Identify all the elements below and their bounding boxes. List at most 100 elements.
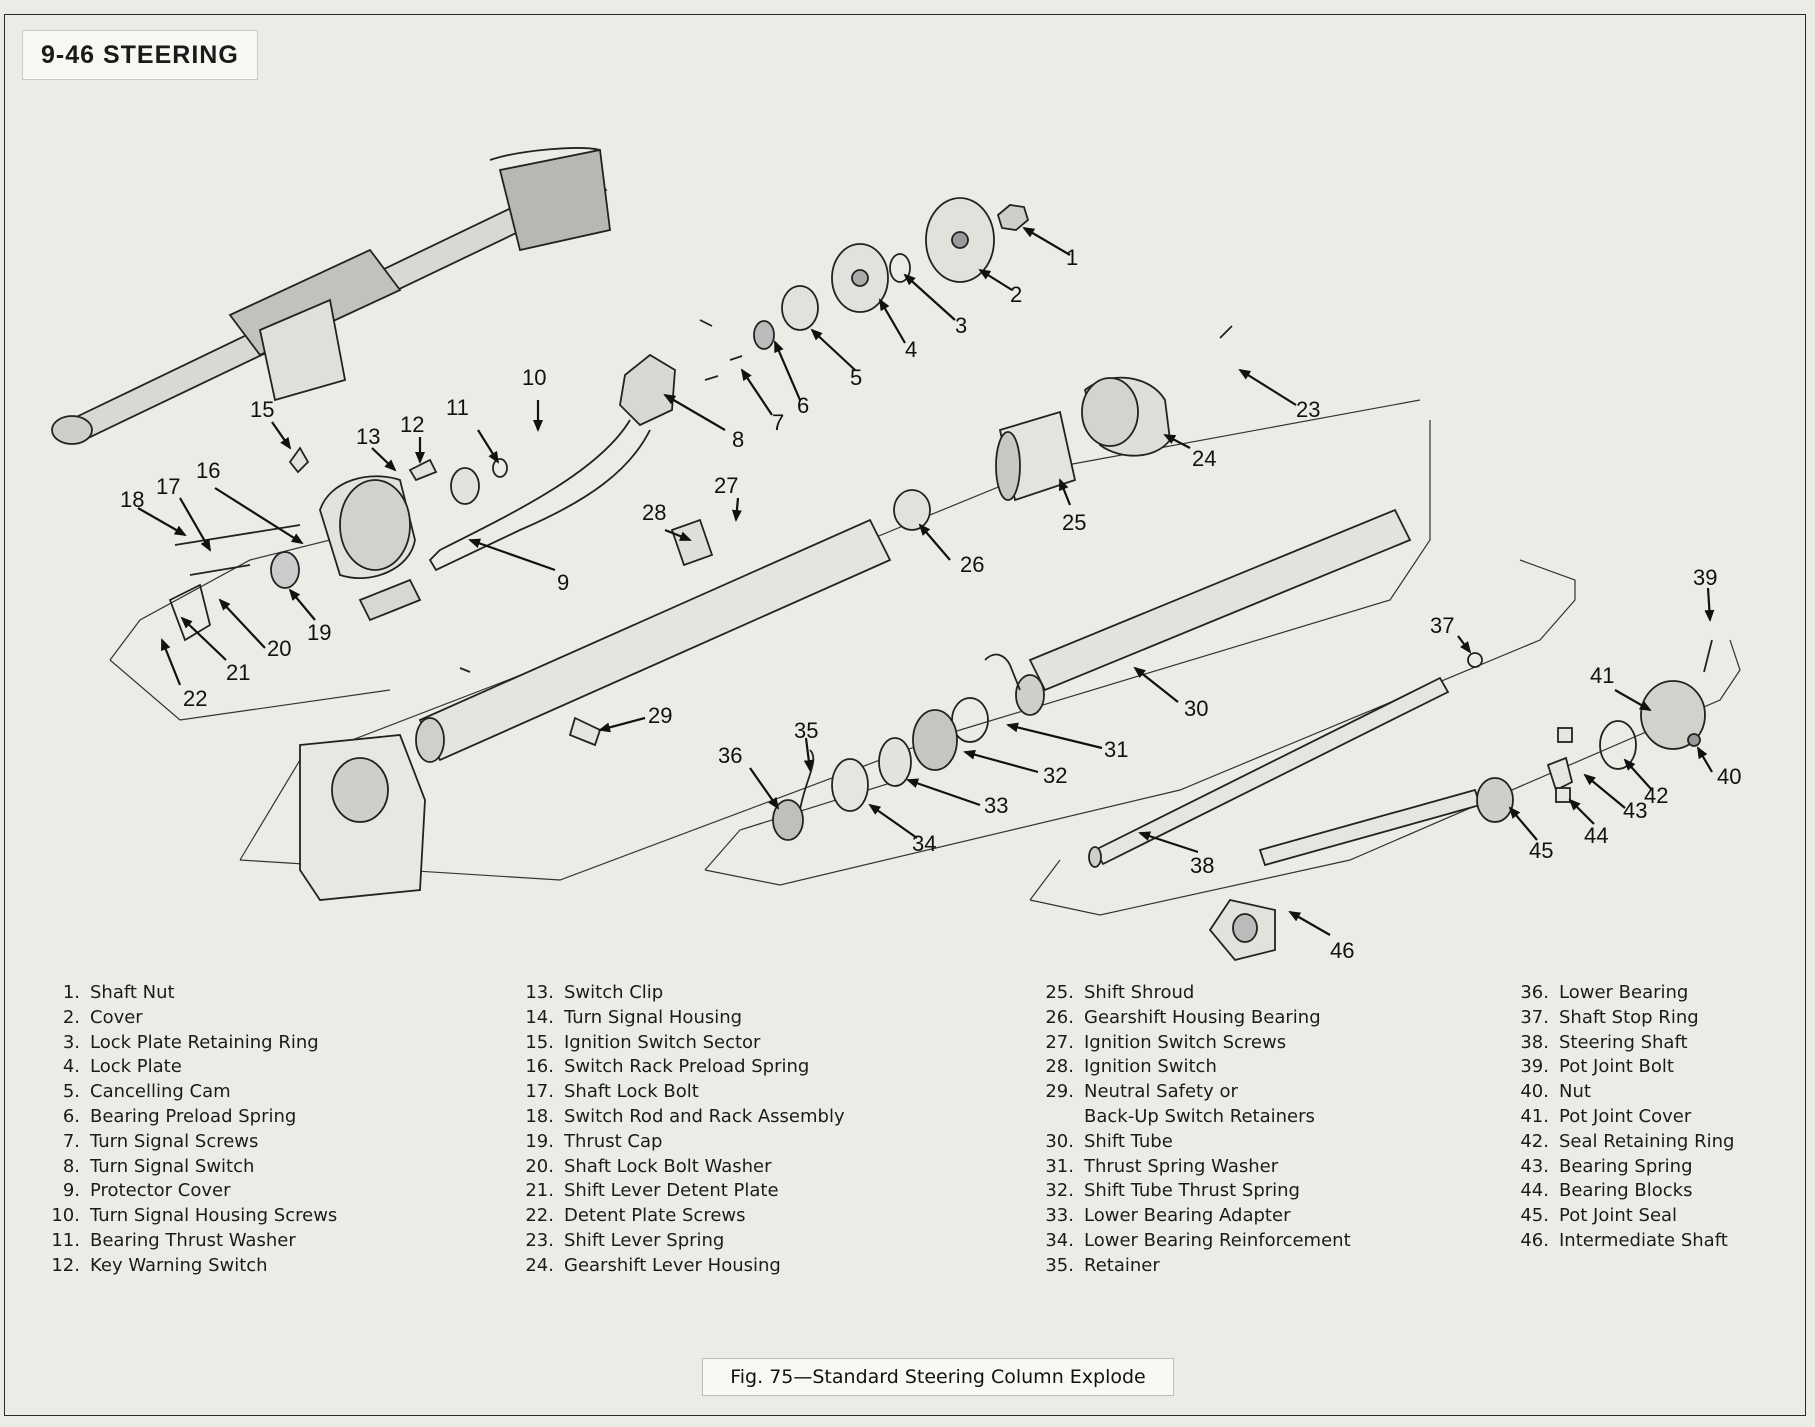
callout: 21: [226, 660, 250, 685]
legend-item: 41.Pot Joint Cover: [1520, 1105, 1692, 1127]
callout: 12: [400, 412, 424, 437]
legend-item: 27.Ignition Switch Screws: [1045, 1031, 1287, 1053]
callout: 5: [850, 365, 862, 390]
legend-item: 40.Nut: [1520, 1081, 1591, 1103]
callout: 8: [732, 427, 744, 452]
legend-item: 32.Shift Tube Thrust Spring: [1045, 1180, 1300, 1202]
legend-item: 45.Pot Joint Seal: [1520, 1205, 1678, 1227]
legend-item: 4.Lock Plate: [62, 1056, 182, 1078]
gearshift-housing-parts: [670, 325, 1233, 567]
callout: 20: [267, 636, 291, 661]
callout: 4: [905, 337, 917, 362]
legend-item: 42.Seal Retaining Ring: [1520, 1130, 1735, 1152]
callout: 32: [1043, 763, 1067, 788]
legend-item: 26.Gearshift Housing Bearing: [1045, 1006, 1321, 1028]
legend-item: 2.Cover: [62, 1006, 143, 1028]
callout: 44: [1584, 823, 1608, 848]
page-title: 9-46 STEERING: [41, 41, 239, 69]
legend-item: 37.Shaft Stop Ring: [1520, 1006, 1699, 1028]
legend-item: 36.Lower Bearing: [1520, 982, 1689, 1003]
legend-item: 24.Gearshift Lever Housing: [525, 1254, 781, 1276]
legend-item: 35.Retainer: [1045, 1254, 1160, 1276]
page-header: 9-46 STEERING: [22, 30, 258, 80]
legend-item: 20.Shaft Lock Bolt Washer: [525, 1155, 772, 1177]
figure-caption: Fig. 75—Standard Steering Column Explode: [702, 1358, 1174, 1396]
legend-item: 33.Lower Bearing Adapter: [1045, 1205, 1291, 1227]
legend-item: 21.Shift Lever Detent Plate: [525, 1180, 779, 1202]
callout: 1: [1066, 245, 1078, 270]
callout: 7: [772, 410, 784, 435]
callout: 34: [912, 831, 936, 856]
callout: 43: [1623, 798, 1647, 823]
legend-item: 31.Thrust Spring Washer: [1045, 1155, 1279, 1177]
callout: 22: [183, 686, 207, 711]
callout: 19: [307, 620, 331, 645]
callout: 6: [797, 393, 809, 418]
legend-item: 8.Turn Signal Switch: [62, 1155, 255, 1177]
legend-item: 15.Ignition Switch Sector: [525, 1031, 761, 1053]
legend-item: 39.Pot Joint Bolt: [1520, 1056, 1674, 1078]
legend-item: 38.Steering Shaft: [1520, 1031, 1688, 1053]
leader-lines: [137, 226, 1715, 936]
turn-signal-housing: [168, 446, 508, 642]
callout: 25: [1062, 510, 1086, 535]
legend-item: 12.Key Warning Switch: [51, 1254, 268, 1276]
callout: 18: [120, 487, 144, 512]
legend-item: 17.Shaft Lock Bolt: [525, 1081, 699, 1103]
legend-item: 22.Detent Plate Screws: [525, 1205, 746, 1227]
callout-labels: 1 2 3 4 5 6 7 8 9 10 11 12 13 15 16 17 1…: [120, 245, 1741, 963]
callout: 23: [1296, 397, 1320, 422]
callout: 31: [1104, 737, 1128, 762]
legend-item: 34.Lower Bearing Reinforcement: [1045, 1229, 1351, 1251]
legend-item: 13.Switch Clip: [525, 982, 664, 1003]
legend-item: 46.Intermediate Shaft: [1520, 1229, 1728, 1251]
caption-text: Fig. 75—Standard Steering Column Explode: [730, 1366, 1146, 1388]
page-border: [4, 14, 1806, 1416]
legend-item: 10.Turn Signal Housing Screws: [51, 1205, 338, 1227]
callout: 36: [718, 743, 742, 768]
callout: 30: [1184, 696, 1208, 721]
callout: 29: [648, 703, 672, 728]
legend-item: 30.Shift Tube: [1045, 1130, 1173, 1152]
callout: 17: [156, 474, 180, 499]
legend-column-3: 25.Shift Shroud 26.Gearshift Housing Bea…: [1030, 982, 1351, 1280]
legend-item: 1.Shaft Nut: [62, 982, 175, 1003]
callout: 38: [1190, 853, 1214, 878]
callout: 26: [960, 552, 984, 577]
callout: 9: [557, 570, 569, 595]
callout: 2: [1010, 282, 1022, 307]
callout: 46: [1330, 938, 1354, 963]
legend-item: 29.Neutral Safety or: [1045, 1081, 1238, 1103]
legend-item: 7.Turn Signal Screws: [62, 1130, 259, 1152]
callout: 13: [356, 424, 380, 449]
callout: 41: [1590, 663, 1614, 688]
legend-item: 25.Shift Shroud: [1045, 982, 1195, 1003]
legend-item: 18.Switch Rod and Rack Assembly: [525, 1105, 845, 1127]
upper-parts: [699, 197, 1030, 381]
legend-item: 14.Turn Signal Housing: [525, 1006, 743, 1028]
turn-signal-switch: [358, 353, 676, 622]
legend-item: 5.Cancelling Cam: [62, 1081, 231, 1103]
legend-item: 16.Switch Rack Preload Spring: [525, 1056, 810, 1078]
legend-item: 23.Shift Lever Spring: [525, 1229, 725, 1251]
legend-item: 43.Bearing Spring: [1520, 1155, 1693, 1177]
callout: 45: [1529, 838, 1553, 863]
legend-column-4: 36.Lower Bearing 37.Shaft Stop Ring 38.S…: [1505, 982, 1734, 1255]
shift-tube: [772, 508, 1412, 841]
legend-item: 3.Lock Plate Retaining Ring: [62, 1031, 319, 1053]
callout: 40: [1717, 764, 1741, 789]
callout: 16: [196, 458, 220, 483]
callout: 35: [794, 718, 818, 743]
legend-item: 6.Bearing Preload Spring: [62, 1105, 297, 1127]
callout: 15: [250, 397, 274, 422]
assembled-column: [51, 147, 611, 445]
legend-item: Back-Up Switch Retainers: [1084, 1105, 1315, 1127]
steering-shafts: [1088, 639, 1713, 962]
callout: 28: [642, 500, 666, 525]
callout: 24: [1192, 446, 1216, 471]
callout: 3: [955, 313, 967, 338]
callout: 37: [1430, 613, 1454, 638]
callout: 42: [1644, 783, 1668, 808]
